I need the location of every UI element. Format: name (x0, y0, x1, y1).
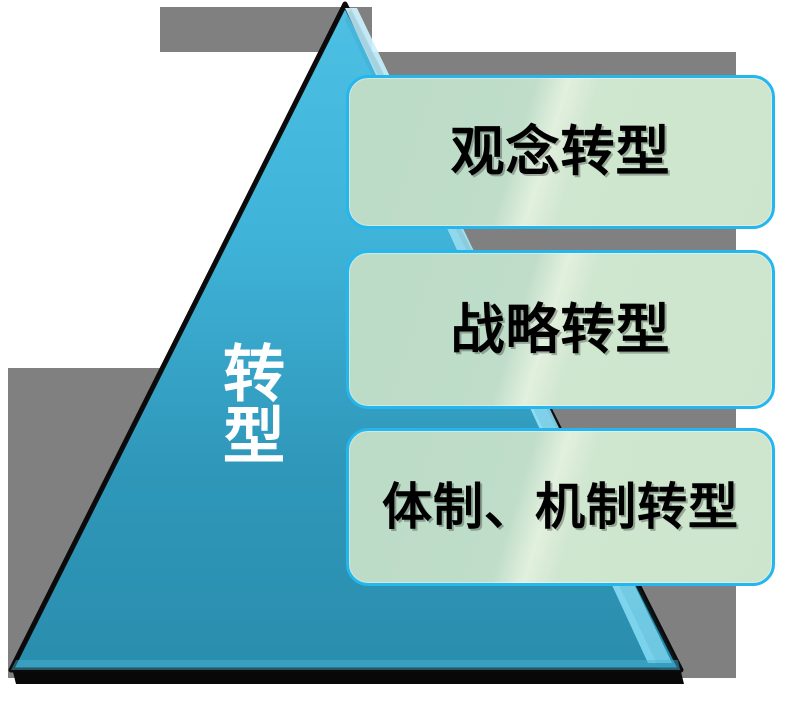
pyramid-vertical-label: 转型 (213, 341, 282, 465)
pyramid-level-1-label: 观念转型 (450, 122, 671, 182)
pyramid-level-3-label: 体制、机制转型 (382, 479, 739, 535)
pyramid-level-2-label: 战略转型 (450, 299, 671, 360)
pyramid-level-1[interactable]: 观念转型 (346, 75, 775, 229)
pyramid-level-2[interactable]: 战略转型 (346, 250, 775, 409)
pyramid-base-sheen (11, 660, 680, 670)
pyramid-level-3[interactable]: 体制、机制转型 (346, 428, 775, 586)
